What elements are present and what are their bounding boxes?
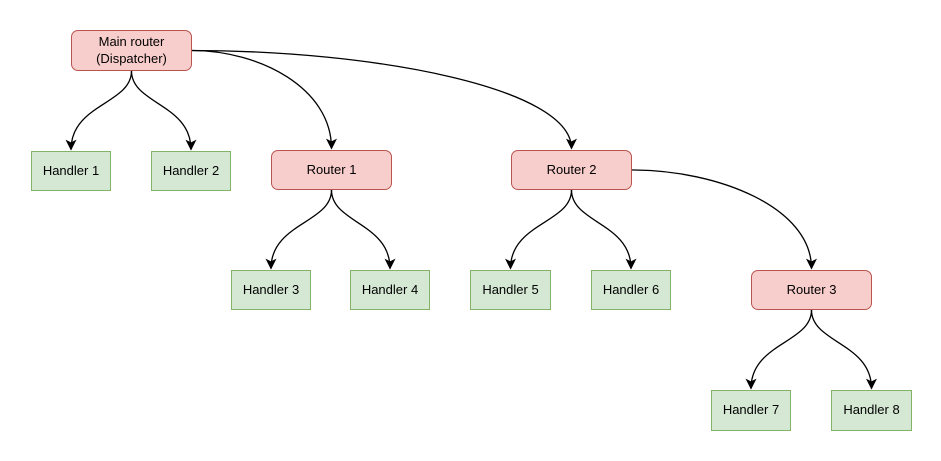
edge-r1-to-h4	[330, 189, 396, 270]
node-handler-7: Handler 7	[711, 390, 791, 431]
edge-r2-to-h6	[570, 189, 637, 270]
node-label: Handler 5	[482, 281, 539, 297]
node-main-router-dispatcher: Main router (Dispatcher)	[71, 30, 192, 71]
node-label: Handler 2	[162, 162, 220, 178]
node-handler-3: Handler 3	[231, 270, 311, 310]
edge-r3-to-h8	[810, 309, 878, 390]
node-label: Handler 3	[242, 281, 300, 297]
edge-r2-to-h5	[504, 189, 573, 270]
node-router-2: Router 2	[511, 150, 632, 190]
edge-r1-to-h3	[265, 189, 333, 270]
edge-main-to-h1	[65, 70, 133, 151]
node-label: Handler 7	[722, 402, 780, 418]
node-label: Router 1	[306, 161, 357, 177]
node-handler-4: Handler 4	[350, 270, 430, 310]
node-label: Handler 4	[361, 281, 419, 297]
node-handler-5: Handler 5	[470, 270, 551, 310]
node-router-1: Router 1	[271, 150, 392, 190]
node-label: Handler 8	[843, 402, 900, 418]
node-handler-8: Handler 8	[831, 390, 912, 431]
edge-main-to-h2	[130, 70, 197, 151]
node-handler-6: Handler 6	[591, 270, 671, 310]
edge-r2-to-r3	[631, 169, 818, 270]
node-handler-1: Handler 1	[31, 151, 111, 191]
node-label: Main router (Dispatcher)	[96, 34, 167, 66]
edge-r3-to-h7	[745, 309, 813, 390]
edge-main-to-r1	[191, 49, 338, 150]
edge-main-to-r2	[191, 49, 577, 150]
node-label: Router 3	[786, 281, 837, 297]
node-label: Handler 1	[42, 162, 100, 178]
node-handler-2: Handler 2	[151, 151, 231, 191]
node-label: Router 2	[546, 161, 597, 177]
node-router-3: Router 3	[751, 270, 872, 310]
node-label: Handler 6	[602, 281, 660, 297]
